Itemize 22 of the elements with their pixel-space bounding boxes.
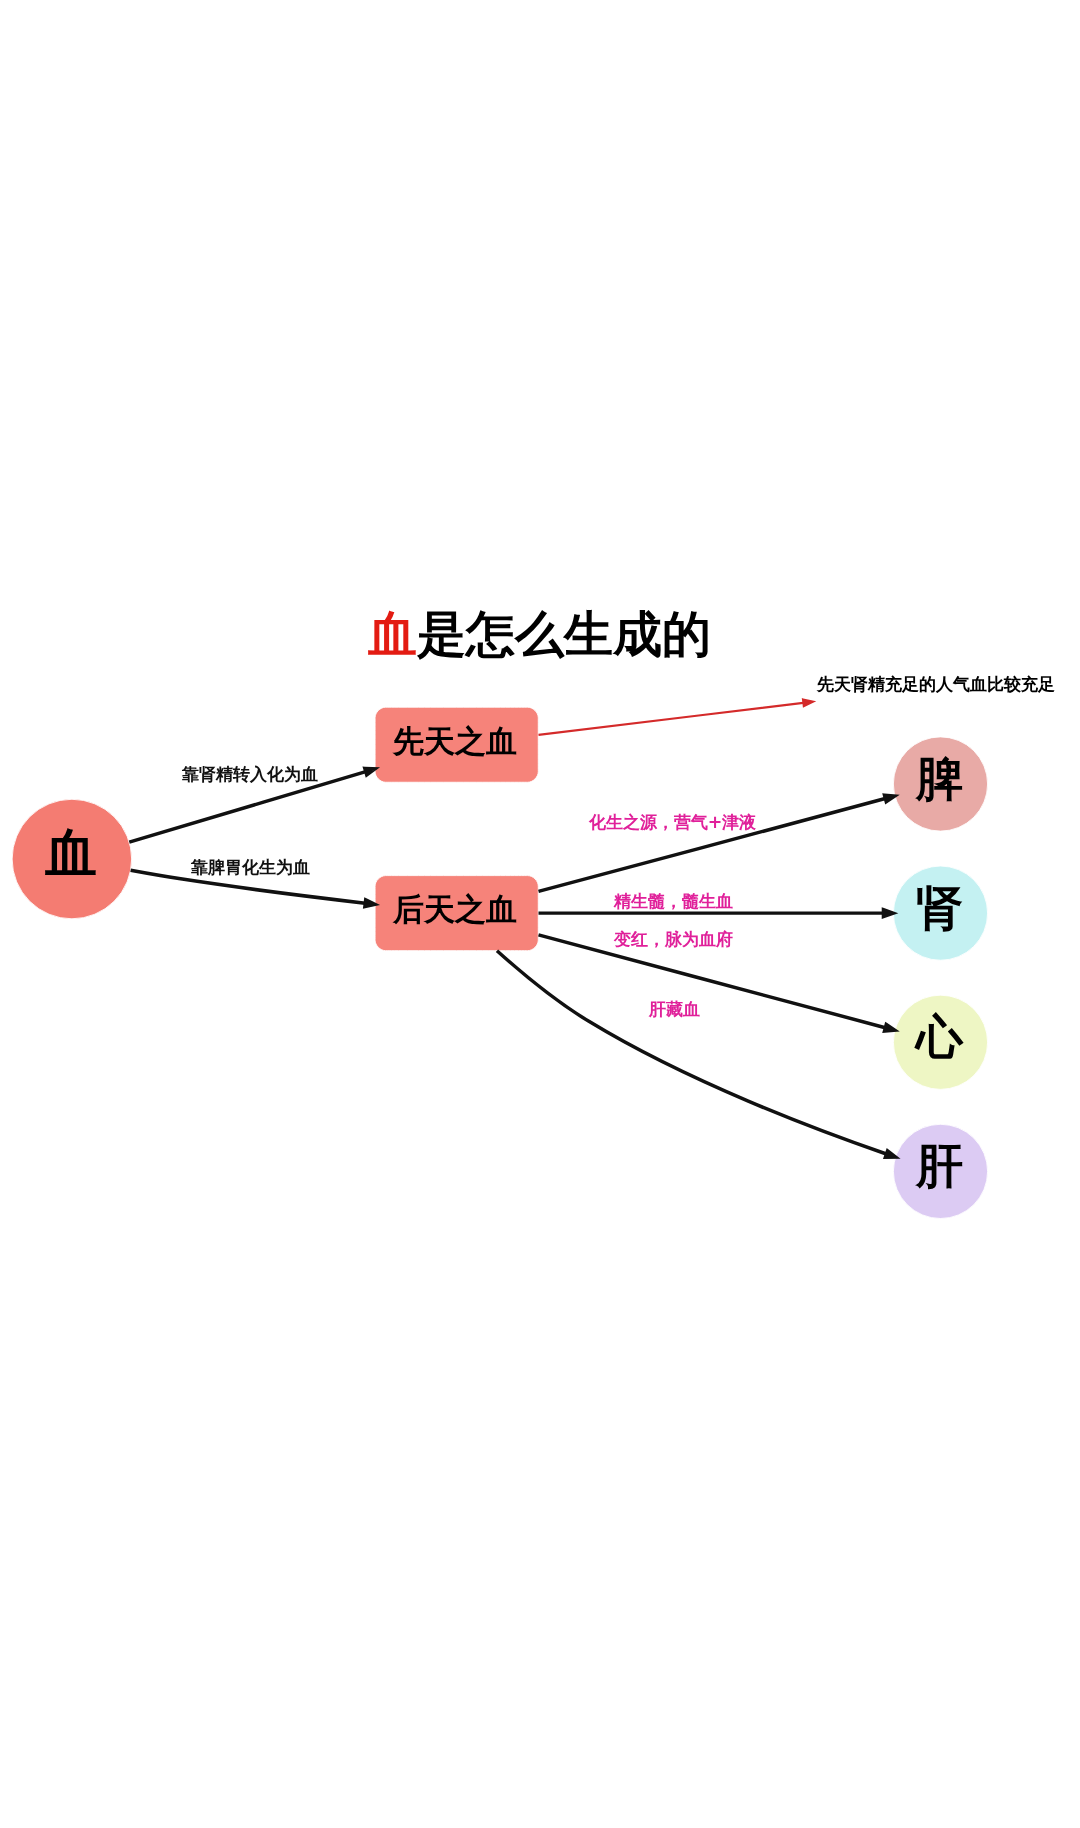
arrow <box>538 698 817 736</box>
arrow <box>130 868 381 909</box>
node-circle: 心 <box>892 994 989 1090</box>
edge-label: 肝藏血 <box>649 999 701 1020</box>
node-circle: 肝 <box>892 1123 989 1219</box>
node-circle: 脾 <box>892 736 989 832</box>
edge-label: 靠脾胃化生为血 <box>191 856 311 877</box>
arrow <box>495 949 901 1159</box>
node-circle: 血 <box>11 798 133 920</box>
node-circle: 肾 <box>892 865 989 961</box>
node-box: 先天之血 <box>374 706 539 783</box>
node-box: 后天之血 <box>374 875 539 952</box>
arrow <box>538 933 900 1033</box>
diagram-title: 血是怎么生成的 <box>367 606 712 664</box>
node-text: 先天肾精充足的人气血比较充足 <box>816 673 1055 694</box>
edge-label: 靠肾精转入化为血 <box>182 763 319 784</box>
arrow <box>538 907 899 919</box>
edge-label: 变红，脉为血府 <box>613 929 733 950</box>
edge-label: 精生髓，髓生血 <box>613 891 733 912</box>
arrow <box>128 766 381 844</box>
arrow <box>538 793 900 894</box>
edge-label: 化生之源，营气+津液 <box>588 811 757 832</box>
